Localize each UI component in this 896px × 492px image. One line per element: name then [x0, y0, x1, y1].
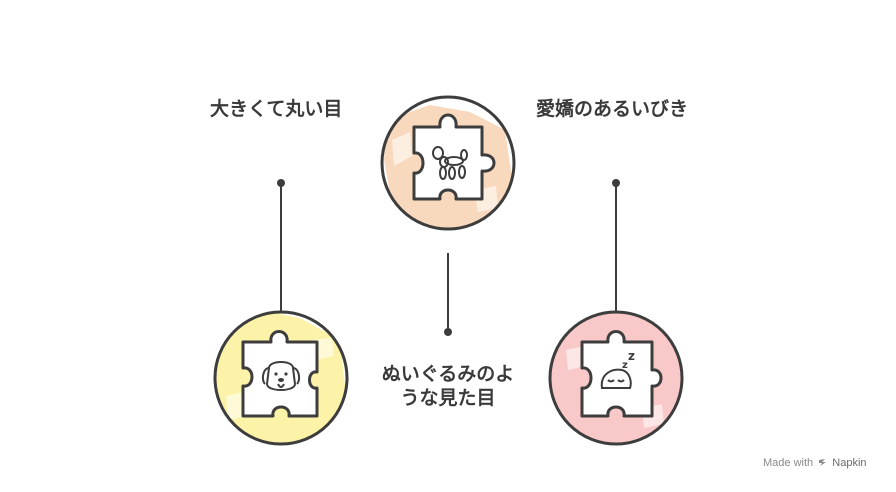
- connector-left: [277, 179, 285, 312]
- napkin-logo-icon: [818, 458, 827, 467]
- label-big-round-eyes: 大きくて丸い目: [210, 98, 343, 120]
- puppy-face-icon: [261, 361, 301, 391]
- z-large-glyph: z: [628, 349, 635, 363]
- label-charming-snore: 愛嬌のあるいびき: [536, 98, 689, 120]
- connector-center-dot: [444, 328, 452, 336]
- node-top-ring: [380, 95, 516, 231]
- node-right-ring: [548, 310, 684, 446]
- connector-right-dot: [612, 179, 620, 187]
- footer-prefix: Made with: [763, 457, 814, 469]
- connector-left-dot: [277, 179, 285, 187]
- label-plush-look-line2: うな見た目: [400, 387, 496, 409]
- z-small-glyph: z: [622, 360, 628, 371]
- node-left-ring: [213, 310, 349, 446]
- puzzle-piece-left-icon: [241, 330, 319, 418]
- node-top: [380, 95, 516, 231]
- balloon-dog-icon: [432, 146, 468, 180]
- label-plush-look: ぬいぐるみのよ うな見た目: [372, 362, 524, 410]
- connector-right: [612, 179, 620, 312]
- node-left: [213, 310, 349, 446]
- label-plush-look-line1: ぬいぐるみのよ: [381, 363, 515, 385]
- puzzle-piece-right-icon: [580, 330, 663, 418]
- sleeping-icon: z z: [600, 349, 635, 389]
- footer-brand[interactable]: Napkin: [832, 457, 867, 469]
- footer-credit: Made with Napkin: [763, 457, 867, 469]
- node-right: z z: [548, 310, 684, 446]
- connector-center: [444, 253, 452, 336]
